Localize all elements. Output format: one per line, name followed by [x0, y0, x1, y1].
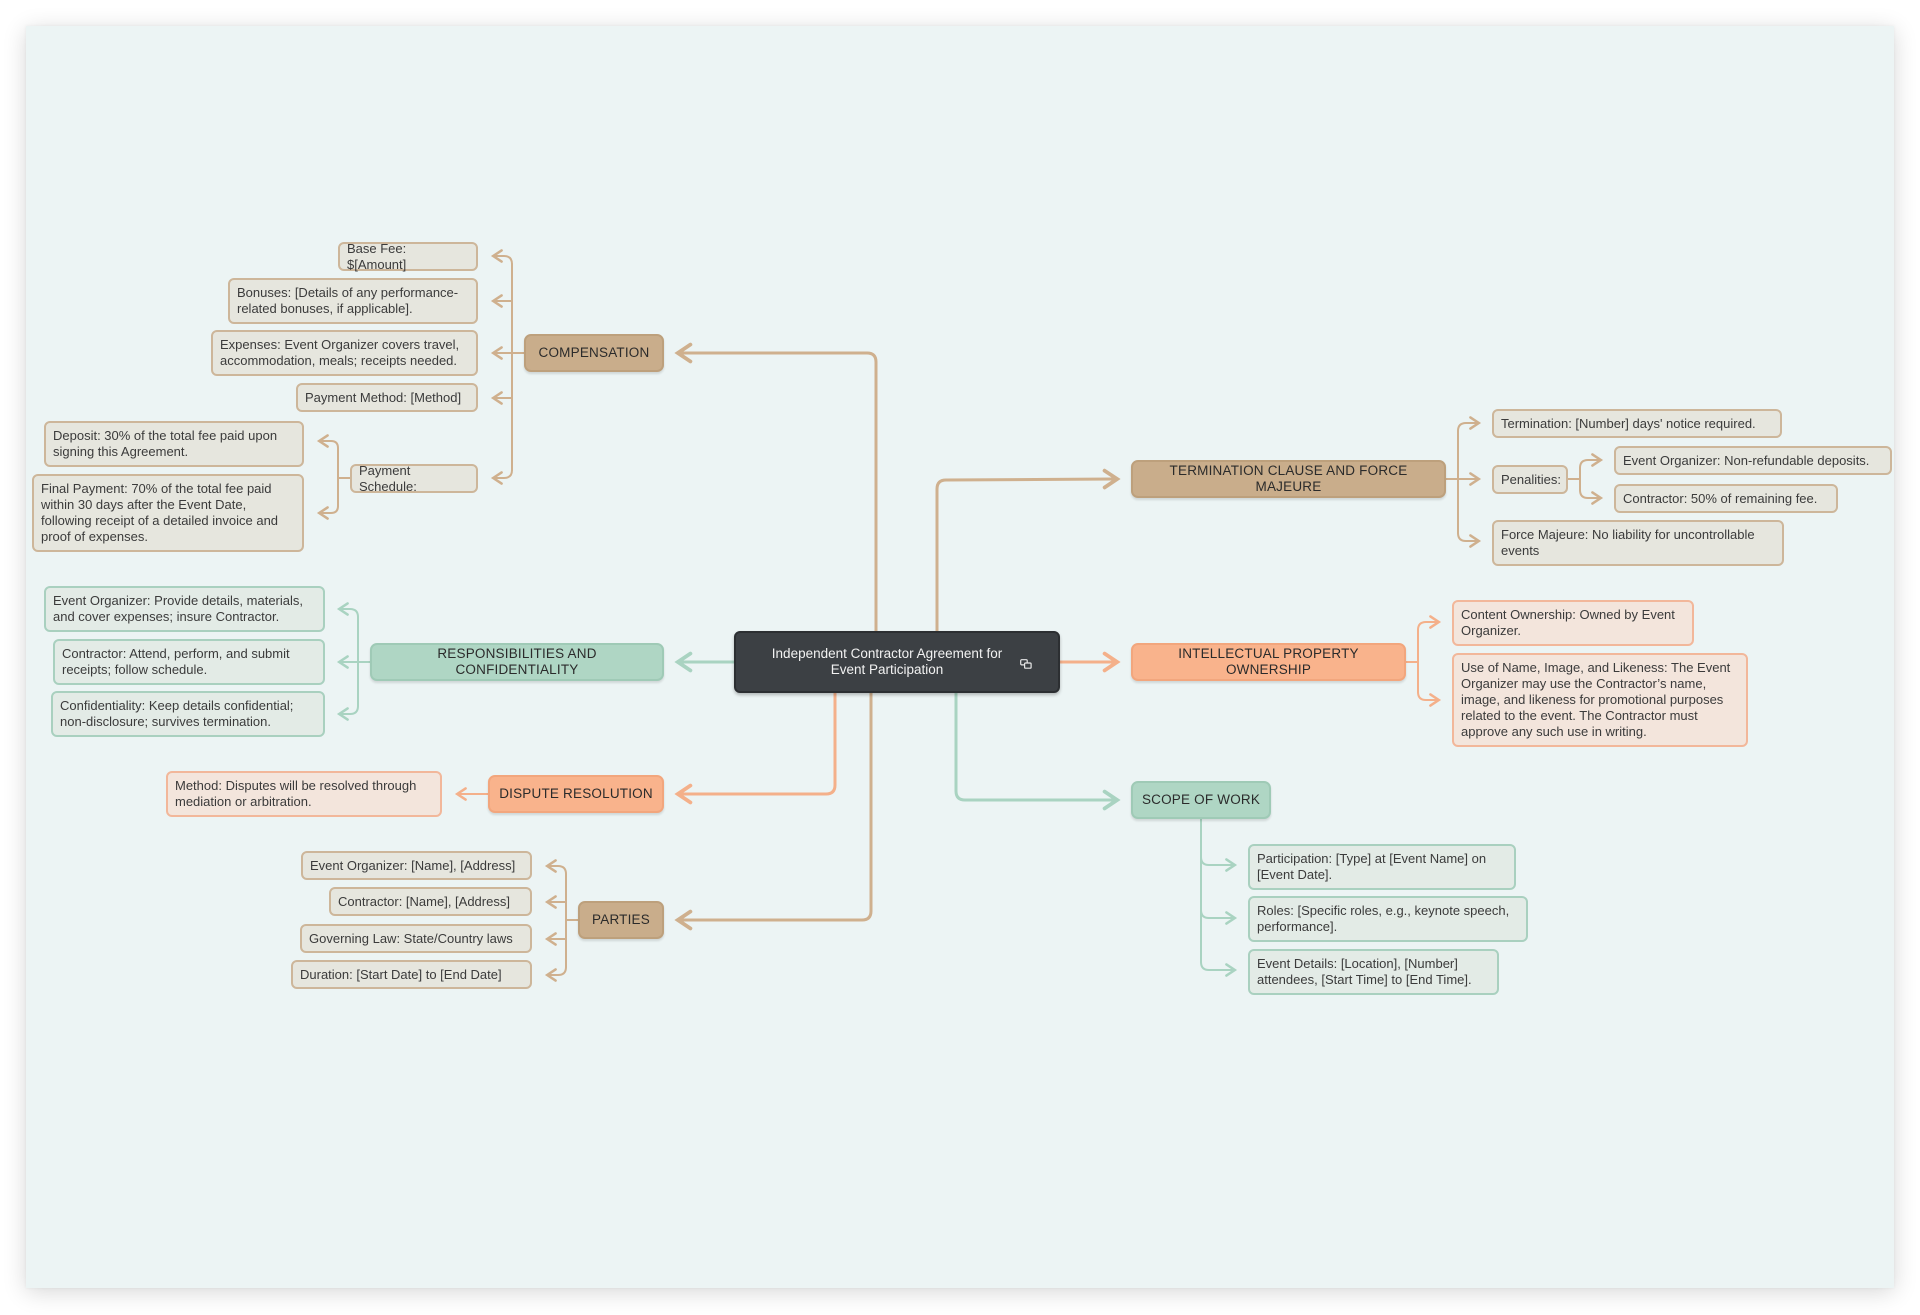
leaf-parties-organizer[interactable]: Event Organizer: [Name], [Address]: [301, 851, 532, 880]
central-topic[interactable]: Independent Contractor Agreement for Eve…: [734, 631, 1060, 693]
leaf-duration[interactable]: Duration: [Start Date] to [End Date]: [291, 960, 532, 989]
branch-responsibilities[interactable]: RESPONSIBILITIES AND CONFIDENTIALITY: [370, 643, 664, 681]
branch-termination-label: TERMINATION CLAUSE AND FORCE MAJEURE: [1169, 463, 1408, 494]
leaf-payment-schedule[interactable]: Payment Schedule:: [350, 462, 478, 494]
leaf-text: Base Fee: $[Amount]: [347, 240, 407, 272]
leaf-text: Participation: [Type] at [Event Name] on…: [1257, 851, 1487, 882]
leaf-text: Duration: [Start Date] to [End Date]: [300, 966, 502, 982]
leaf-penalty-contractor[interactable]: Contractor: 50% of remaining fee.: [1614, 484, 1838, 513]
leaf-text: Governing Law: State/Country laws: [309, 930, 513, 946]
leaf-content-ownership[interactable]: Content Ownership: Owned by Event Organi…: [1452, 600, 1694, 646]
leaf-text: Payment Schedule:: [359, 462, 417, 494]
leaf-final-payment[interactable]: Final Payment: 70% of the total fee paid…: [32, 474, 304, 552]
leaf-governing-law[interactable]: Governing Law: State/Country laws: [300, 924, 532, 953]
leaf-text: Expenses: Event Organizer covers travel,…: [220, 337, 460, 368]
leaf-text: Roles: [Specific roles, e.g., keynote sp…: [1257, 903, 1510, 934]
branch-parties-label: PARTIES: [592, 912, 650, 927]
leaf-text: Contractor: 50% of remaining fee.: [1623, 490, 1818, 506]
leaf-force-majeure[interactable]: Force Majeure: No liability for uncontro…: [1492, 520, 1784, 566]
branch-parties[interactable]: PARTIES: [578, 901, 664, 939]
leaf-base-fee[interactable]: Base Fee: $[Amount]: [338, 240, 478, 272]
leaf-text: Event Organizer: Non-refundable deposits…: [1623, 452, 1870, 468]
leaf-text: Event Organizer: Provide details, materi…: [53, 593, 303, 624]
leaf-text: Method: Disputes will be resolved throug…: [175, 778, 417, 809]
leaf-text: Event Organizer: [Name], [Address]: [310, 857, 516, 873]
branch-scope-of-work[interactable]: SCOPE OF WORK: [1131, 781, 1271, 819]
leaf-text: Contractor: Attend, perform, and submit …: [62, 646, 290, 677]
leaf-deposit[interactable]: Deposit: 30% of the total fee paid upon …: [44, 421, 304, 467]
leaf-contractor-responsibilities[interactable]: Contractor: Attend, perform, and submit …: [53, 639, 325, 685]
branch-termination[interactable]: TERMINATION CLAUSE AND FORCE MAJEURE: [1131, 460, 1446, 498]
leaf-text: Penalities:: [1501, 471, 1561, 487]
leaf-termination-notice[interactable]: Termination: [Number] days' notice requi…: [1492, 409, 1782, 438]
leaf-text: Use of Name, Image, and Likeness: The Ev…: [1461, 660, 1731, 739]
leaf-text: Deposit: 30% of the total fee paid upon …: [53, 428, 278, 459]
leaf-text: Payment Method: [Method]: [305, 389, 462, 405]
leaf-text: Content Ownership: Owned by Event Organi…: [1461, 607, 1675, 638]
leaf-participation[interactable]: Participation: [Type] at [Event Name] on…: [1248, 844, 1516, 890]
leaf-text: Confidentiality: Keep details confidenti…: [60, 698, 294, 729]
leaf-confidentiality[interactable]: Confidentiality: Keep details confidenti…: [51, 691, 325, 737]
branch-ip[interactable]: INTELLECTUAL PROPERTY OWNERSHIP: [1131, 643, 1406, 681]
branch-scope-label: SCOPE OF WORK: [1141, 792, 1261, 807]
leaf-text: Force Majeure: No liability for uncontro…: [1501, 527, 1755, 558]
leaf-event-details[interactable]: Event Details: [Location], [Number] atte…: [1248, 949, 1499, 995]
leaf-text: Final Payment: 70% of the total fee paid…: [41, 481, 279, 544]
leaf-payment-method[interactable]: Payment Method: [Method]: [296, 383, 478, 412]
leaf-text: Contractor: [Name], [Address]: [338, 893, 510, 909]
leaf-expenses[interactable]: Expenses: Event Organizer covers travel,…: [211, 330, 478, 376]
branch-compensation[interactable]: COMPENSATION: [524, 334, 664, 372]
leaf-text: Event Details: [Location], [Number] atte…: [1257, 956, 1472, 987]
leaf-dispute-method[interactable]: Method: Disputes will be resolved throug…: [166, 771, 442, 817]
leaf-penalty-organizer[interactable]: Event Organizer: Non-refundable deposits…: [1614, 446, 1892, 475]
branch-responsibilities-label: RESPONSIBILITIES AND CONFIDENTIALITY: [437, 646, 597, 677]
leaf-roles[interactable]: Roles: [Specific roles, e.g., keynote sp…: [1248, 896, 1528, 942]
leaf-likeness[interactable]: Use of Name, Image, and Likeness: The Ev…: [1452, 653, 1748, 747]
central-topic-label: Independent Contractor Agreement for Eve…: [771, 646, 1003, 677]
branch-dispute-label: DISPUTE RESOLUTION: [499, 786, 653, 801]
branch-ip-label: INTELLECTUAL PROPERTY OWNERSHIP: [1178, 646, 1359, 677]
branch-compensation-label: COMPENSATION: [538, 345, 650, 360]
branch-dispute-resolution[interactable]: DISPUTE RESOLUTION: [488, 775, 664, 813]
leaf-parties-contractor[interactable]: Contractor: [Name], [Address]: [329, 887, 532, 916]
leaf-text: Termination: [Number] days' notice requi…: [1501, 415, 1756, 431]
leaf-text: Bonuses: [Details of any performance-rel…: [237, 285, 459, 316]
leaf-bonuses[interactable]: Bonuses: [Details of any performance-rel…: [228, 278, 478, 324]
leaf-penalities[interactable]: Penalities:: [1492, 465, 1568, 494]
leaf-organizer-responsibilities[interactable]: Event Organizer: Provide details, materi…: [44, 586, 325, 632]
linked-topic-icon[interactable]: [1020, 659, 1032, 669]
